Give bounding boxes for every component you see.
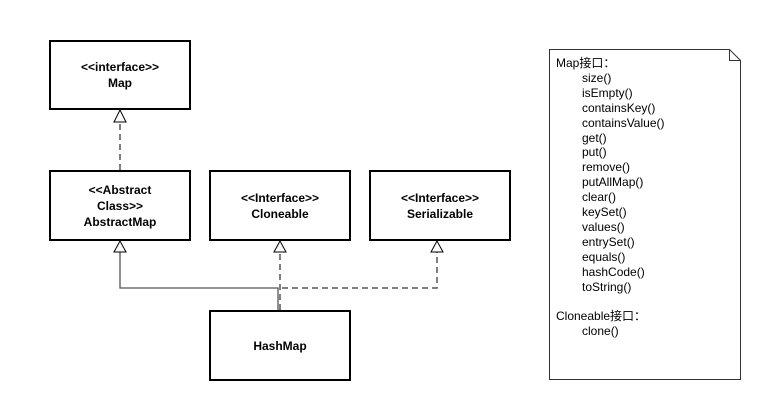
serializable-name: Serializable [406, 206, 474, 221]
method-item: containsKey() [582, 100, 656, 115]
hashmap-to-abstractmap-line [119, 252, 279, 310]
cloneable-stereotype: <<Interface>> [240, 190, 320, 205]
note-fold-corner [729, 49, 741, 61]
cloneable-interface-box[interactable]: <<Interface>> Cloneable [209, 170, 351, 241]
cloneable-methods-list: clone() [556, 324, 665, 339]
note-outline [549, 49, 741, 380]
cloneable-interface-header: Cloneable接口： [556, 309, 647, 324]
map-methods-list: size()isEmpty()containsKey()containsValu… [556, 71, 665, 295]
method-item: clear() [582, 190, 617, 205]
serializable-stereotype: <<Interface>> [400, 190, 480, 205]
method-item: entrySet() [582, 234, 635, 249]
abstractmap-class-box[interactable]: <<Abstract Class>> AbstractMap [49, 170, 191, 241]
hashmap-to-serializable-line [282, 252, 438, 289]
map-interface-header: Map接口： [556, 56, 616, 70]
cloneable-realization-arrowhead [273, 239, 287, 253]
serializable-interface-box[interactable]: <<Interface>> Serializable [369, 170, 511, 241]
serializable-realization-arrowhead [430, 239, 444, 253]
abstractmap-inheritance-arrowhead [113, 239, 127, 253]
method-item: putAllMap() [582, 175, 644, 190]
method-item: clone() [582, 324, 619, 339]
method-item: keySet() [582, 205, 627, 220]
method-item: isEmpty() [582, 85, 633, 100]
method-item: values() [582, 219, 625, 234]
abstractmap-stereotype-line1: <<Abstract [88, 182, 152, 197]
methods-note-text: Map接口： size()isEmpty()containsKey()conta… [556, 56, 665, 339]
method-item: put() [582, 145, 607, 160]
map-stereotype: <<interface>> [80, 60, 160, 74]
abstractmap-stereotype-line2: Class>> [96, 198, 144, 213]
abstractmap-name: AbstractMap [83, 214, 157, 229]
method-item: containsValue() [582, 115, 665, 130]
method-item: size() [582, 70, 612, 85]
hashmap-name: HashMap [253, 338, 307, 353]
method-item: toString() [582, 279, 632, 294]
note-gap [556, 295, 665, 310]
method-item: equals() [582, 249, 626, 264]
cloneable-name: Cloneable [251, 206, 309, 221]
method-item: get() [582, 130, 607, 145]
method-item: remove() [582, 160, 631, 175]
method-item: hashCode() [582, 264, 645, 279]
map-name: Map [108, 76, 132, 90]
map-interface-box[interactable]: <<interface>> Map [49, 40, 191, 110]
hashmap-class-box[interactable]: HashMap [209, 310, 351, 381]
map-realization-arrowhead [113, 108, 127, 123]
